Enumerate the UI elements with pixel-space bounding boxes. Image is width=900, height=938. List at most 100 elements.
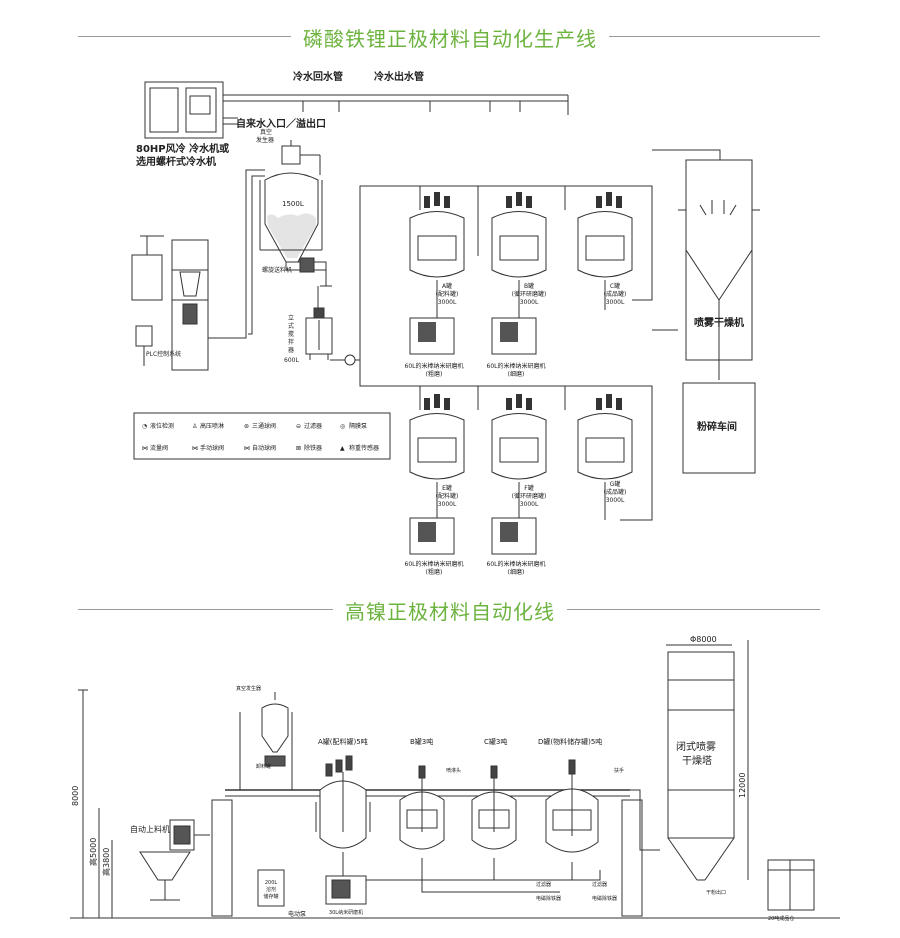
tank-1500-label: 1500L — [282, 200, 304, 208]
auto-valve-icon: ⋈ — [244, 445, 250, 452]
vertical-mixer-label-4: 器 — [288, 347, 294, 354]
plc-label: PLC控制系统 — [146, 350, 181, 358]
mill-4-label-0: 60L的米棒纳米研磨机 — [487, 560, 546, 568]
tank-b-3t — [399, 765, 445, 850]
legend-label-2: 三通球阀 — [252, 422, 276, 430]
bag-station — [131, 235, 236, 371]
tank-e-label-1: (配料罐) — [436, 492, 459, 500]
spray-tower — [667, 651, 735, 881]
manual-valve-icon: ⋈ — [192, 445, 198, 452]
filter-2-label: 过滤器 — [592, 881, 607, 888]
crushing-workshop — [682, 382, 756, 474]
chiller-unit — [144, 81, 224, 139]
tank-g-label-1: (成品罐) — [604, 488, 627, 496]
legend-label-1: 高压喷淋 — [200, 422, 224, 430]
vertical-mixer-label-0: 立 — [288, 314, 294, 322]
product-bin — [767, 859, 815, 911]
solvent-tank — [257, 869, 285, 907]
bin-label: 20吨成品仓 — [768, 915, 794, 922]
vacuum-gen-label-1: 真空 — [260, 128, 272, 136]
tank-c-3t — [471, 765, 517, 850]
spray-dryer-label: 喷雾干燥机 — [694, 316, 744, 329]
electric-pump-label: 电动泵 — [288, 910, 306, 918]
tank-e-label-0: E罐 — [442, 484, 452, 492]
filter-1-label: 过滤器 — [536, 881, 551, 888]
legend-label-5: 流量阀 — [150, 444, 168, 452]
iron-2-label: 电磁除铁器 — [592, 895, 617, 902]
level-detector-icon: ◔ — [142, 423, 147, 430]
tank-c-3t-label: C罐3吨 — [484, 737, 507, 746]
mill-1-label-0: 60L的米棒纳米研磨机 — [405, 362, 464, 370]
tower-diameter: Φ8000 — [690, 635, 717, 644]
mill-2-label-1: (细磨) — [508, 370, 525, 378]
section1-tanks — [409, 211, 633, 555]
legend-label-7: 自动球阀 — [252, 444, 276, 452]
crushing-label: 粉碎车间 — [697, 420, 737, 433]
legend: ◔ 液位检测 ♙ 高压喷淋 ⊛ 三通球阀 ⊖ 过滤器 ◎ 隔膜泵 ⋈ 流量阀 ⋈… — [142, 422, 379, 452]
vacuum-hopper-1500L — [259, 140, 323, 263]
tank-a-label-1: (配料罐) — [436, 290, 459, 298]
weighing-sensor-icon: ▲ — [340, 445, 345, 452]
tank-a-5t-label: A罐(配料罐)5吨 — [318, 737, 368, 746]
tank-b-label-1: (循环研磨罐) — [512, 290, 547, 298]
legend-box — [133, 412, 391, 460]
tank-b-3t-label: B罐3吨 — [410, 737, 433, 746]
pot-label: 卸料罐 — [256, 763, 271, 770]
mill-3-label-0: 60L的米棒纳米研磨机 — [405, 560, 464, 568]
height-total: 8000 — [71, 786, 80, 806]
legend-label-6: 手动球阀 — [200, 444, 224, 452]
tank-a-5t — [315, 755, 371, 849]
section2-rule-left — [78, 609, 344, 610]
high-pressure-pump-icon: ♙ — [192, 423, 197, 430]
chiller-label-1: 80HP风冷 冷水机或 — [136, 142, 229, 155]
legend-label-8: 除铁器 — [304, 444, 322, 452]
tower-label-1: 闭式喷雾 — [676, 740, 716, 753]
tank-e-label-2: 3000L — [438, 501, 457, 508]
tap-water-label: 自来水入口／溢出口 — [236, 117, 326, 130]
tank-b-label-0: B罐 — [524, 282, 534, 290]
screw-feeder-label: 螺旋送料机 — [262, 266, 292, 274]
diaphragm-pump-icon: ◎ — [340, 423, 345, 430]
three-way-valve-icon: ⊛ — [244, 423, 249, 430]
vertical-mixer-label-2: 搅 — [288, 330, 294, 338]
solvent-tank-label-1: 溶剂 — [266, 886, 276, 893]
height-low: 高3800 — [101, 848, 111, 876]
vacuum-gen-label: 真空发生器 — [236, 685, 261, 692]
flow-valve-icon: ⋈ — [142, 445, 148, 452]
section1-title: 磷酸铁锂正极材料自动化生产线 — [0, 23, 900, 52]
dryer-outlet-label: 干粉出口 — [706, 889, 726, 896]
tank-a-label-0: A罐 — [442, 282, 452, 290]
mill-4-label-1: (细磨) — [508, 568, 525, 576]
vertical-mixer-volume: 600L — [284, 357, 299, 364]
iron-remover-icon: ⊠ — [296, 445, 301, 452]
legend-label-0: 液位检测 — [150, 422, 174, 430]
tank-c-label-1: (成品罐) — [604, 290, 627, 298]
tank-c-label-2: 3000L — [606, 299, 625, 306]
mill-1-label-1: (粗磨) — [426, 370, 443, 378]
auto-feeder-label: 自动上料机 — [130, 824, 170, 834]
spray-dryer — [678, 159, 760, 380]
tower-label-2: 干燥塔 — [682, 754, 712, 767]
tank-f-label-0: F罐 — [524, 484, 533, 492]
vacuum-gen-label-2: 发生器 — [256, 136, 274, 144]
tank-g-label-2: 3000L — [606, 497, 625, 504]
section1-rule-left — [78, 36, 306, 37]
solvent-tank-label-0: 200L — [265, 880, 278, 886]
tank-a-label-2: 3000L — [438, 299, 457, 306]
chiller-return-label: 冷水回水管 — [293, 70, 343, 83]
spray-head-label: 喷淋头 — [446, 767, 461, 774]
tank-f-label-1: (循环研磨罐) — [512, 492, 547, 500]
section2-title: 高镍正极材料自动化线 — [0, 596, 900, 625]
vertical-mixer-label-3: 拌 — [288, 338, 294, 346]
vacuum-hopper — [239, 692, 293, 790]
filter-icon: ⊖ — [296, 423, 301, 430]
tank-g-label-0: G罐 — [610, 480, 621, 488]
chiller-label-2: 选用螺杆式冷水机 — [136, 155, 216, 168]
tank-d-5t — [545, 759, 599, 853]
tank-f-label-2: 3000L — [520, 501, 539, 508]
vertical-mixer — [305, 286, 333, 360]
mill-label: 30L纳米研磨机 — [329, 909, 363, 916]
mill-3-label-1: (粗磨) — [426, 568, 443, 576]
mill-2-label-0: 60L的米棒纳米研磨机 — [487, 362, 546, 370]
